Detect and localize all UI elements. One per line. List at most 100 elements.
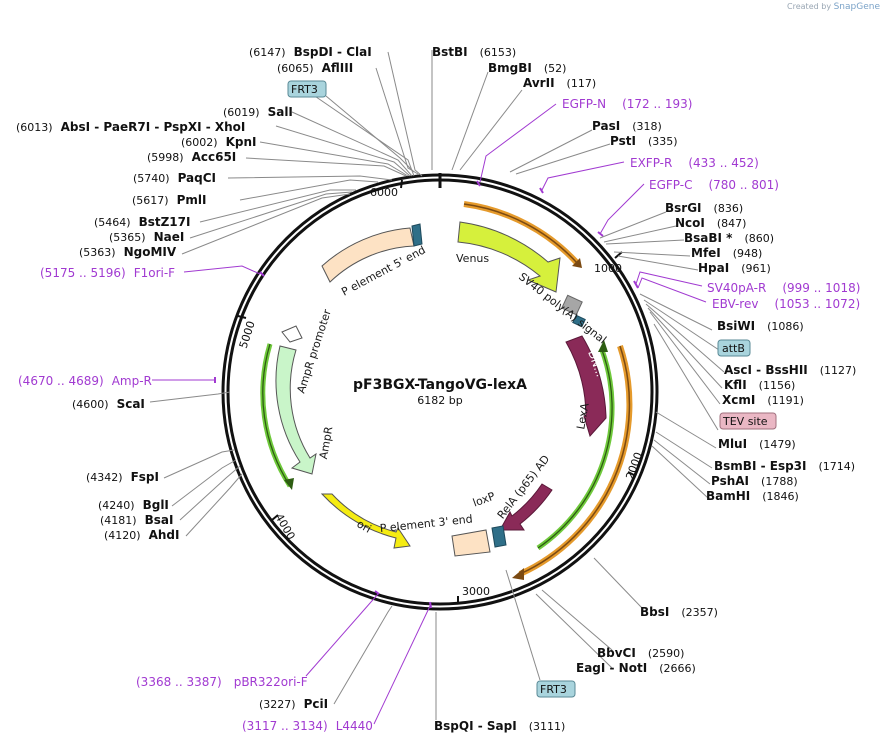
site-avrii[interactable]: AvrII(117) [523, 76, 596, 90]
site-sali[interactable]: (6019)SalI [223, 105, 293, 119]
feature-rela-p65-ad[interactable] [499, 483, 553, 531]
tick-label: 3000 [462, 585, 490, 598]
feature-label-venus: Venus [456, 252, 489, 265]
orange-arc-right-line [519, 345, 631, 575]
site-psti[interactable]: PstI(335) [610, 134, 678, 148]
feature-lexa[interactable] [565, 335, 607, 438]
site-mlui[interactable]: MluI(1479) [718, 437, 796, 451]
watermark-prefix: Created by [787, 2, 832, 11]
snapgene-watermark: Created by SnapGene [787, 2, 880, 12]
site-bspqi-sapi[interactable]: BspQI - SapI(3111) [434, 719, 565, 733]
leader-lines [149, 50, 725, 720]
primer-leader-lines [152, 103, 707, 725]
site-kfli[interactable]: KflI(1156) [724, 378, 795, 392]
attb-box[interactable] [717, 339, 751, 357]
primer-l4440[interactable]: (3117 .. 3134)L4440 [242, 719, 373, 733]
feature-sv40-polya[interactable] [561, 294, 583, 316]
primer-ebv-rev[interactable]: EBV-rev(1053 .. 1072) [712, 297, 860, 311]
feature-p-element-3-end[interactable] [451, 529, 491, 557]
site-ncoi[interactable]: NcoI(847) [675, 216, 746, 230]
primer-pbr322ori-f[interactable]: (3368 .. 3387)pBR322ori-F [136, 675, 308, 689]
enzyme-labels-left: (6147)BspDI - ClaI (6065)AflIII (6019)Sa… [16, 45, 372, 711]
feature-ampr[interactable] [275, 345, 317, 475]
site-bsai[interactable]: (4181)BsaI [100, 513, 173, 527]
primer-exfp-r[interactable]: EXFP-R(433 .. 452) [630, 156, 759, 170]
site-pshai[interactable]: PshAI(1788) [711, 474, 798, 488]
boxed-labels: FRT3 attB TEV site FRT3 [287, 80, 777, 698]
enzyme-labels-right: BstBI(6153) BmgBI(52) AvrII(117) PasI(31… [432, 45, 856, 733]
feature-label-ori: ori [355, 517, 374, 535]
site-bsiwi[interactable]: BsiWI(1086) [717, 319, 804, 333]
primer-f1ori-f[interactable]: (5175 .. 5196)F1ori-F [40, 266, 175, 280]
site-bmgbi[interactable]: BmgBI(52) [488, 61, 566, 75]
snapgene-logo: SnapGene [833, 2, 880, 12]
site-naei[interactable]: (5365)NaeI [109, 230, 184, 244]
site-bspdi-clai[interactable]: (6147)BspDI - ClaI [249, 45, 372, 59]
plasmid-name: pF3BGX-TangoVG-lexA [353, 377, 527, 393]
green-arc-left-head [284, 478, 294, 490]
green-arc-right-line [537, 349, 613, 549]
orange-arc-top-line [463, 203, 579, 265]
frt3-label-bottom: FRT3 [540, 683, 567, 696]
plasmid-length: 6182 bp [417, 394, 462, 407]
feature-label-ampr: AmpR [317, 425, 336, 460]
site-fspi[interactable]: (4342)FspI [86, 470, 159, 484]
site-kpni[interactable]: (6002)KpnI [181, 135, 256, 149]
tev-site-box[interactable] [719, 412, 777, 430]
site-scai[interactable]: (4600)ScaI [72, 397, 145, 411]
primer-egfp-c[interactable]: EGFP-C(780 .. 801) [649, 178, 779, 192]
feature-frt3-mark[interactable] [411, 223, 423, 247]
site-mfei[interactable]: MfeI(948) [691, 246, 762, 260]
orange-arc-top-head [572, 258, 582, 268]
feature-label-ampr-promoter: AmpR promoter [294, 307, 334, 395]
frt3-box-bottom[interactable] [536, 680, 576, 698]
feature-label-lexa: LexA [574, 402, 591, 431]
primer-egfp-n[interactable]: EGFP-N(172 .. 193) [562, 97, 693, 111]
feature-ampr-promoter[interactable] [281, 325, 303, 343]
feature-loxp[interactable] [491, 525, 507, 548]
site-absi-xhoi[interactable]: (6013)AbsI - PaeR7I - PspXI - XhoI [16, 120, 245, 134]
site-bamhi[interactable]: BamHI(1846) [706, 489, 799, 503]
site-pmli[interactable]: (5617)PmlI [132, 193, 206, 207]
site-bstz17i[interactable]: (5464)BstZ17I [94, 215, 190, 229]
site-xcmi[interactable]: XcmI(1191) [722, 393, 804, 407]
site-afliii[interactable]: (6065)AflIII [277, 61, 353, 75]
frt3-label-top: FRT3 [291, 83, 318, 96]
site-bgli[interactable]: (4240)BglI [98, 498, 169, 512]
site-bbvci[interactable]: BbvCI(2590) [597, 646, 684, 660]
feature-label-p-element-3: P element 3' end [379, 512, 473, 535]
tick-label: 1000 [594, 262, 622, 275]
site-hpai[interactable]: HpaI(961) [698, 261, 771, 275]
feature-ori[interactable] [320, 493, 411, 549]
site-bsrgi[interactable]: BsrGI(836) [665, 201, 743, 215]
feature-venus[interactable] [457, 221, 561, 293]
site-asci-bsshii[interactable]: AscI - BssHII(1127) [724, 363, 856, 377]
green-arc-right-head [598, 340, 608, 352]
primer-labels: (5175 .. 5196)F1ori-F (4670 .. 4689)Amp-… [18, 97, 860, 733]
site-bstbi[interactable]: BstBI(6153) [432, 45, 516, 59]
site-pcii[interactable]: (3227)PciI [259, 697, 328, 711]
orange-arc-right-head [512, 568, 524, 580]
site-bbsi[interactable]: BbsI(2357) [640, 605, 718, 619]
tev-site-label: TEV site [722, 415, 768, 428]
site-bsabi[interactable]: BsaBI *(860) [684, 231, 774, 245]
tick-label: 6000 [370, 186, 398, 199]
site-pasi[interactable]: PasI(318) [592, 119, 662, 133]
feature-label-loxp: loxP [471, 489, 497, 509]
site-acc65i[interactable]: (5998)Acc65I [147, 150, 236, 164]
feature-label-sv40: SV40 poly(A) signal [516, 270, 609, 346]
site-ngomiv[interactable]: (5363)NgoMIV [79, 245, 177, 259]
site-ahdi[interactable]: (4120)AhdI [104, 528, 179, 542]
site-bsmbi-esp3i[interactable]: BsmBI - Esp3I(1714) [714, 459, 855, 473]
tick-label: 2000 [623, 451, 645, 482]
feature-attb-mark[interactable] [572, 314, 586, 328]
attb-label: attB [722, 342, 745, 355]
site-paqci[interactable]: (5740)PaqCI [133, 171, 216, 185]
primer-markers [214, 180, 639, 609]
frt3-box-top[interactable] [287, 80, 327, 98]
primer-sv40pa-r[interactable]: SV40pA-R(999 .. 1018) [707, 281, 860, 295]
green-arc-left-line [262, 343, 291, 487]
primer-amp-r[interactable]: (4670 .. 4689)Amp-R [18, 374, 152, 388]
site-eagi-noti[interactable]: EagI - NotI(2666) [576, 661, 696, 675]
